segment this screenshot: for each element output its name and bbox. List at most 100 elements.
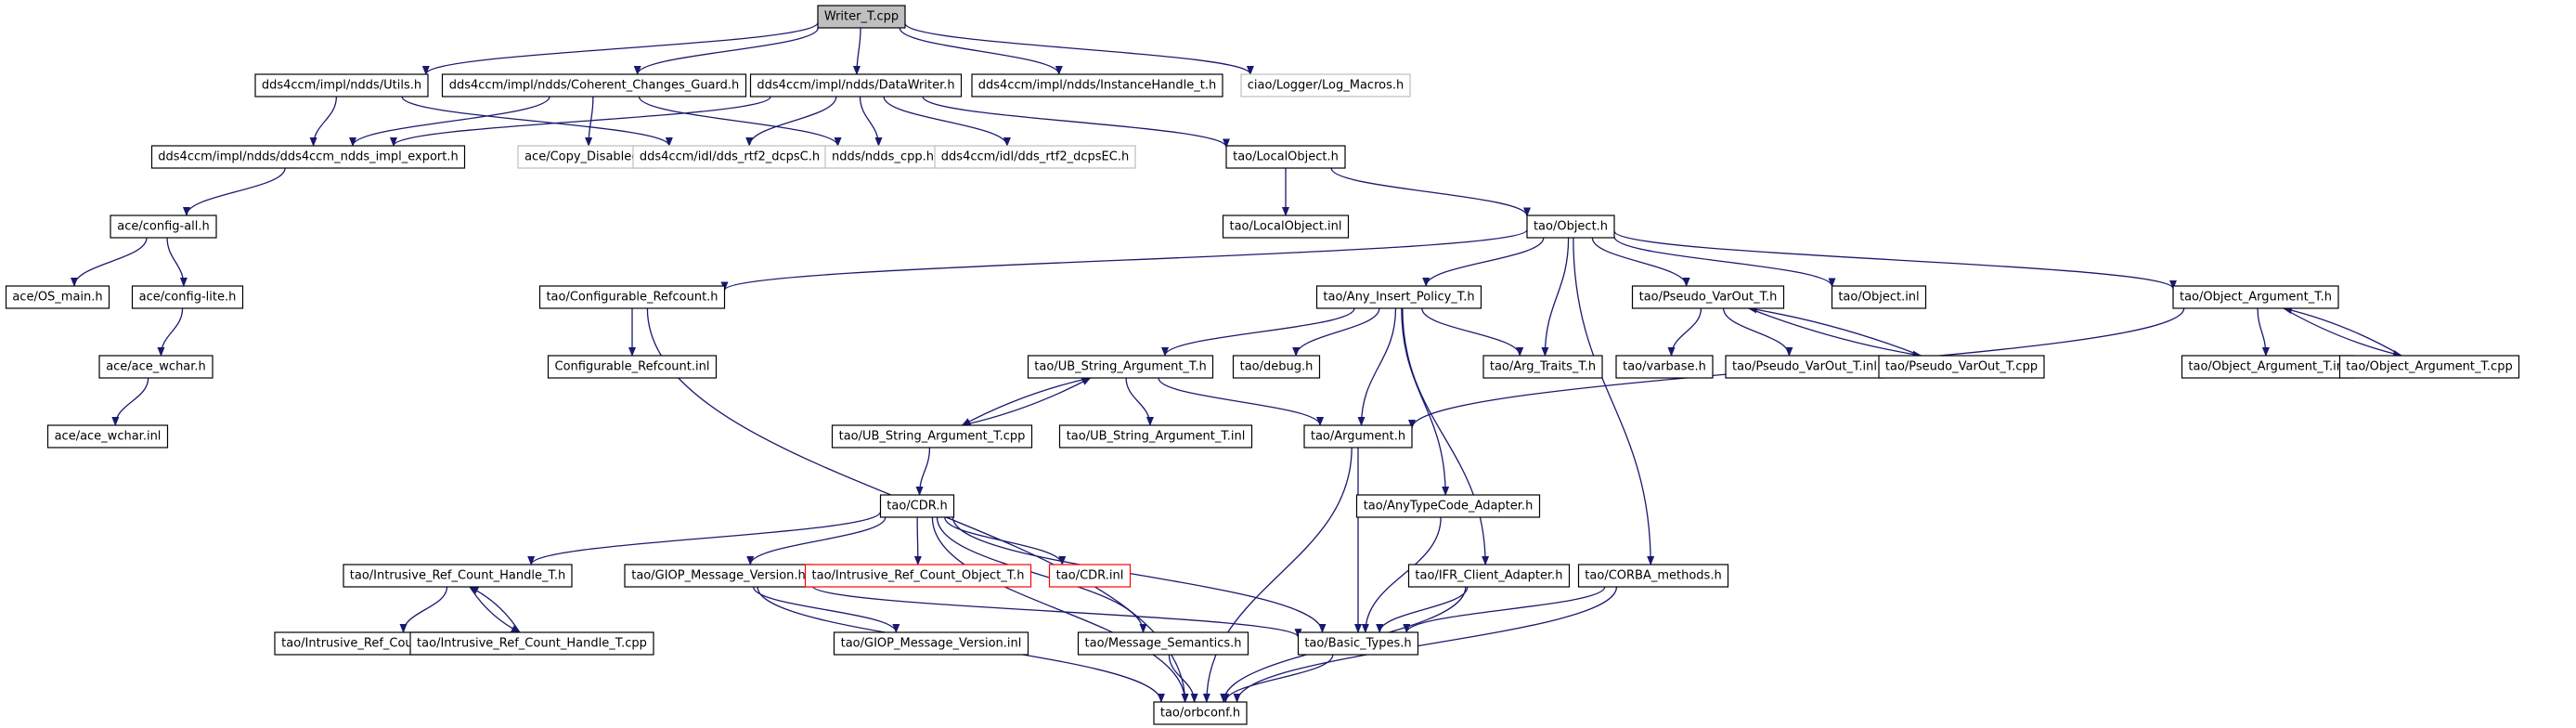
edge-dw-to-lobj <box>922 96 1230 149</box>
node-acewinl[interactable]: ace/ace_wchar.inl <box>46 424 169 448</box>
node-irch[interactable]: tao/Intrusive_Ref_Count_Handle_T.h <box>343 564 573 588</box>
node-label: ace/ace_wchar.inl <box>55 430 162 444</box>
node-cdr[interactable]: tao/CDR.h <box>879 494 955 518</box>
node-utils[interactable]: dds4ccm/impl/ndds/Utils.h <box>254 73 429 98</box>
node-objarg[interactable]: tao/Object_Argument_T.h <box>2172 285 2339 309</box>
node-crefinl[interactable]: Configurable_Refcount.inl <box>547 355 718 379</box>
node-rtfc[interactable]: dds4ccm/idl/dds_rtf2_dcpsC.h <box>632 145 827 169</box>
node-cfglite[interactable]: ace/config-lite.h <box>131 285 244 309</box>
node-argtr[interactable]: tao/Arg_Traits_T.h <box>1482 355 1603 379</box>
node-box <box>1153 701 1248 725</box>
edge-anyins-to-ifr <box>1402 307 1490 566</box>
node-ubscpp[interactable]: tao/UB_String_Argument_T.cpp <box>831 424 1033 448</box>
edge-anyins-to-argtr <box>1421 307 1524 357</box>
node-box <box>409 631 654 656</box>
node-cfgall[interactable]: ace/config-all.h <box>110 214 217 239</box>
node-export[interactable]: dds4ccm/impl/ndds/dds4ccm_ndds_impl_expo… <box>150 145 466 169</box>
node-ih[interactable]: dds4ccm/impl/ndds/InstanceHandle_t.h <box>971 73 1223 98</box>
node-acewchar[interactable]: ace/ace_wchar.h <box>98 355 214 379</box>
edge-cdr-to-irch <box>527 511 882 566</box>
edge-irch-to-irchcpp <box>469 586 521 633</box>
node-label: tao/IFR_Client_Adapter.h <box>1415 569 1562 583</box>
node-dw[interactable]: dds4ccm/impl/ndds/DataWriter.h <box>749 73 963 98</box>
edge-giop-to-basic <box>811 585 1302 639</box>
node-irchcpp[interactable]: tao/Intrusive_Ref_Count_Handle_T.cpp <box>409 631 654 656</box>
node-pvoinl[interactable]: tao/Pseudo_VarOut_T.inl <box>1725 355 1884 379</box>
node-box <box>98 355 214 379</box>
edge-cdr-to-msgsem <box>936 516 1147 633</box>
node-basic[interactable]: tao/Basic_Types.h <box>1297 631 1419 656</box>
node-label: ndds/ndds_cpp.h <box>832 150 934 164</box>
node-lobj[interactable]: tao/LocalObject.h <box>1225 145 1346 169</box>
node-box <box>831 424 1033 448</box>
node-orbconf[interactable]: tao/orbconf.h <box>1153 701 1248 725</box>
node-box <box>441 73 747 98</box>
node-anytc[interactable]: tao/AnyTypeCode_Adapter.h <box>1355 494 1541 518</box>
edge-ccg-to-copyd <box>585 96 594 147</box>
node-ifr[interactable]: tao/IFR_Client_Adapter.h <box>1407 564 1571 588</box>
node-giopinl[interactable]: tao/GIOP_Message_Version.inl <box>833 631 1029 656</box>
node-debug[interactable]: tao/debug.h <box>1232 355 1321 379</box>
node-ccg[interactable]: dds4ccm/impl/ndds/Coherent_Changes_Guard… <box>441 73 747 98</box>
node-label: dds4ccm/impl/ndds/DataWriter.h <box>757 79 954 93</box>
node-obj[interactable]: tao/Object.h <box>1526 214 1615 239</box>
edge-pvo-to-pvoinl <box>1722 307 1793 357</box>
node-cref[interactable]: tao/Configurable_Refcount.h <box>538 285 726 309</box>
node-corba[interactable]: tao/CORBA_methods.h <box>1577 564 1729 588</box>
edge-cdr-to-giop <box>746 516 887 566</box>
node-box <box>1240 73 1411 98</box>
node-box <box>5 285 110 309</box>
node-logm[interactable]: ciao/Logger/Log_Macros.h <box>1240 73 1411 98</box>
node-label: tao/Object_Argument_T.cpp <box>2346 360 2512 374</box>
edge-root-to-utils <box>421 21 819 75</box>
edge-acewchar-to-acewinl <box>111 377 149 426</box>
edge-utils-to-export <box>309 96 338 147</box>
node-varbase[interactable]: tao/varbase.h <box>1615 355 1714 379</box>
node-pvo[interactable]: tao/Pseudo_VarOut_T.h <box>1631 285 1785 309</box>
node-nddscpp[interactable]: ndds/ndds_cpp.h <box>824 145 941 169</box>
node-label: tao/Intrusive_Ref_Count_Object_T.h <box>812 569 1025 583</box>
node-label: dds4ccm/impl/ndds/Coherent_Changes_Guard… <box>449 79 740 93</box>
node-box <box>254 73 429 98</box>
node-objinl[interactable]: tao/Object.inl <box>1831 285 1927 309</box>
node-label: tao/Pseudo_VarOut_T.cpp <box>1885 360 2038 374</box>
node-lobjinl[interactable]: tao/LocalObject.inl <box>1222 214 1350 239</box>
node-box <box>934 145 1136 169</box>
node-ubs[interactable]: tao/UB_String_Argument_T.h <box>1027 355 1214 379</box>
node-label: Writer_T.cpp <box>824 10 899 24</box>
node-box <box>1297 631 1419 656</box>
node-box <box>2181 355 2355 379</box>
node-ubsinl[interactable]: tao/UB_String_Argument_T.inl <box>1058 424 1253 448</box>
node-anyins[interactable]: tao/Any_Insert_Policy_T.h <box>1315 285 1482 309</box>
node-box <box>131 285 244 309</box>
node-msgsem[interactable]: tao/Message_Semantics.h <box>1077 631 1249 656</box>
node-cdrinl[interactable]: tao/CDR.inl <box>1048 564 1132 588</box>
node-arg[interactable]: tao/Argument.h <box>1303 424 1413 448</box>
node-rtfec[interactable]: dds4ccm/idl/dds_rtf2_dcpsEC.h <box>934 145 1136 169</box>
edge-objargcpp-to-objarg <box>2282 306 2402 357</box>
node-label: tao/GIOP_Message_Version.inl <box>841 637 1022 651</box>
node-osmain[interactable]: ace/OS_main.h <box>5 285 110 309</box>
node-objarginl[interactable]: tao/Object_Argument_T.inl <box>2181 355 2355 379</box>
node-irco[interactable]: tao/Intrusive_Ref_Count_Object_T.h <box>804 564 1032 588</box>
node-box <box>749 73 963 98</box>
node-label: dds4ccm/impl/ndds/dds4ccm_ndds_impl_expo… <box>158 150 458 164</box>
edge-cdr-to-irco <box>913 516 922 566</box>
node-box <box>624 564 813 588</box>
node-root[interactable]: Writer_T.cpp <box>817 5 906 29</box>
node-box <box>2338 355 2520 379</box>
node-box <box>1725 355 1884 379</box>
edge-cdr-to-cdrinl <box>944 516 1067 566</box>
edge-pvo-to-varbase <box>1667 307 1702 357</box>
node-label: tao/Object.h <box>1534 220 1608 234</box>
node-label: tao/LocalObject.h <box>1233 150 1339 164</box>
edge-pvocpp-to-pvo <box>1747 306 1922 357</box>
node-pvocpp[interactable]: tao/Pseudo_VarOut_T.cpp <box>1878 355 2045 379</box>
node-box <box>1631 285 1785 309</box>
node-giop[interactable]: tao/GIOP_Message_Version.h <box>624 564 813 588</box>
edge-anytc-to-basic <box>1361 516 1442 633</box>
edge-obj-to-anyins <box>1422 237 1545 287</box>
node-box <box>46 424 169 448</box>
node-objargcpp[interactable]: tao/Object_Argument_T.cpp <box>2338 355 2520 379</box>
edge-irch-to-irchinl <box>399 586 448 633</box>
